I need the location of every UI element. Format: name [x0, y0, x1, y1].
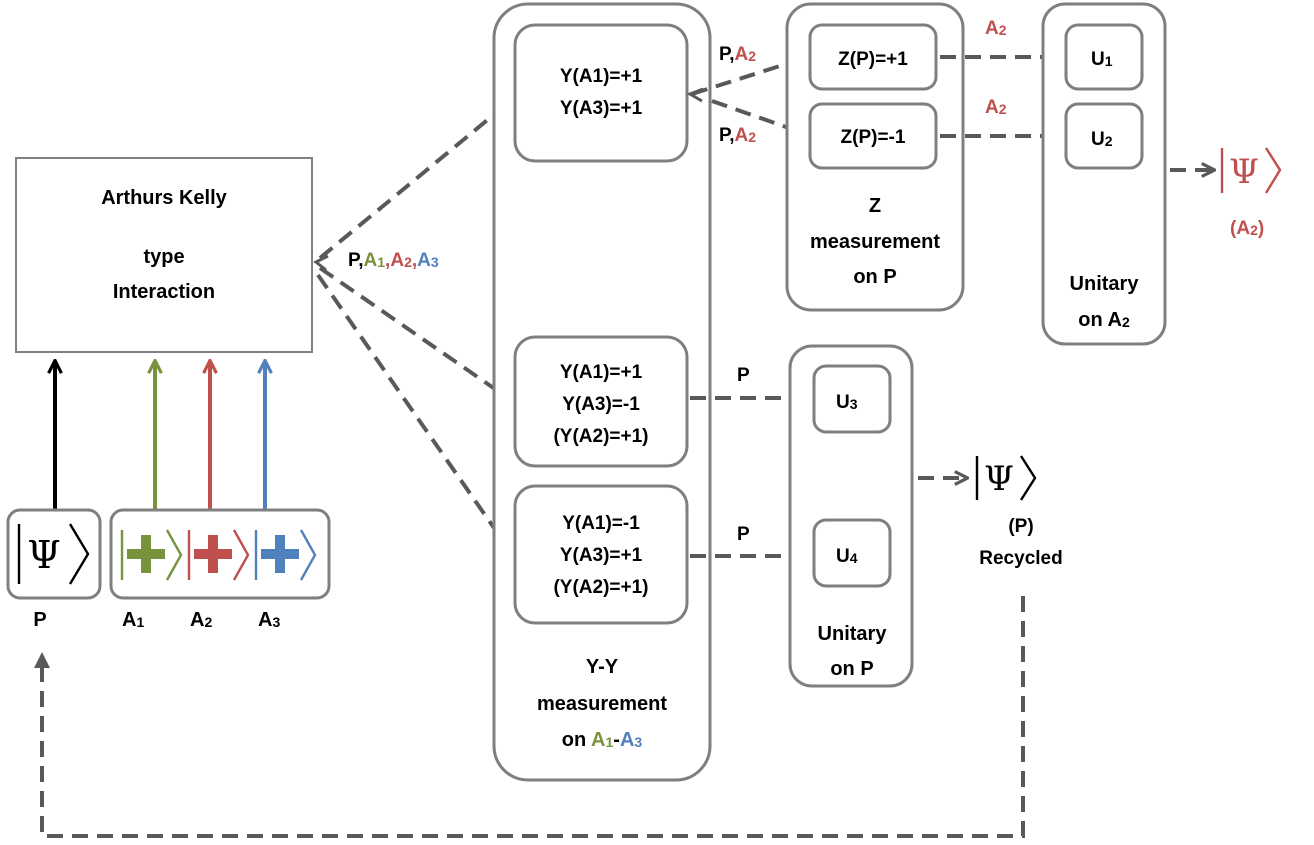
z-outcome-plus-text: Z(P)=+1	[838, 49, 908, 70]
u3-label: U3	[836, 392, 858, 413]
p-state-box: Ψ	[6, 508, 102, 600]
output-a2-label: (A2)	[1230, 218, 1264, 239]
interaction-to-yy3-arrow	[316, 273, 508, 548]
interaction-arrow-label: P,A1,A2,A3	[348, 250, 439, 271]
a3-plus-ket	[254, 529, 317, 581]
z-edge-top-label: P,A2	[719, 44, 756, 65]
yy-outcome-2-line3: (Y(A2)=+1)	[553, 426, 648, 447]
z-outcome-minus-text: Z(P)=-1	[841, 127, 906, 148]
recycle-loop-arrow	[34, 596, 1025, 838]
yy-outcome-1-line1: Y(A1)=+1	[560, 66, 643, 87]
unitary-p-caption-line1: Unitary	[818, 623, 888, 645]
a1-label: A1	[122, 609, 144, 631]
z-caption-line2: measurement	[810, 231, 940, 253]
p-edge-label-u4: P	[737, 524, 750, 545]
output-psi-p-symbol: Ψ	[984, 459, 1014, 499]
interaction-box: Arthurs Kelly type Interaction	[15, 157, 313, 353]
a2-plus-ket	[187, 529, 250, 581]
u2-box: U2	[1064, 102, 1144, 170]
output-p-label: (P)	[1008, 516, 1033, 537]
a2-edge-label-top: A2	[985, 18, 1007, 39]
z-outcome-plus: Z(P)=+1	[808, 23, 938, 91]
output-p-recycled-label: Recycled	[979, 548, 1062, 569]
interaction-back-arrowhead	[313, 254, 329, 272]
u4-label: U4	[836, 546, 858, 567]
u4-box: U4	[812, 518, 892, 588]
u2-label: U2	[1091, 129, 1113, 150]
unitary-p-caption-line2: on P	[830, 658, 873, 680]
a3-label: A3	[258, 609, 280, 631]
z-caption-line1: Z	[869, 195, 881, 217]
yy-outcome-2: Y(A1)=+1 Y(A3)=-1 (Y(A2)=+1)	[513, 335, 689, 468]
ancilla-state-box	[109, 508, 331, 600]
a2-label: A2	[190, 609, 212, 631]
yy-outcome-3: Y(A1)=-1 Y(A3)=+1 (Y(A2)=+1)	[513, 484, 689, 625]
interaction-title-line3: Interaction	[113, 281, 215, 303]
yy-caption-line2: measurement	[537, 693, 667, 715]
u1-label: U1	[1091, 49, 1113, 70]
a1-plus-ket	[120, 529, 183, 581]
yy-caption-line1: Y-Y	[586, 656, 619, 678]
output-psi-a2: Ψ	[1220, 147, 1282, 194]
output-psi-p: Ψ	[975, 455, 1037, 501]
interaction-title-line1: Arthurs Kelly	[101, 187, 227, 209]
p-psi-symbol: Ψ	[27, 533, 60, 577]
yy-outcome-1: Y(A1)=+1 Y(A3)=+1	[513, 23, 689, 163]
z-outcome-minus: Z(P)=-1	[808, 102, 938, 170]
p-edge-label-u3: P	[737, 365, 750, 386]
u1-box: U1	[1064, 23, 1144, 91]
yy-outcome-2-line2: Y(A3)=-1	[562, 394, 640, 415]
unitary-a2-caption-line1: Unitary	[1070, 273, 1140, 295]
a2-edge-label-bottom: A2	[985, 97, 1007, 118]
interaction-to-yy1-arrow	[318, 103, 508, 260]
yy-outcome-3-line1: Y(A1)=-1	[562, 513, 640, 534]
interaction-title-line2: type	[143, 246, 184, 268]
yy-outcome-3-line2: Y(A3)=+1	[560, 545, 643, 566]
yy-outcome-3-line3: (Y(A2)=+1)	[553, 577, 648, 598]
output-psi-a2-symbol: Ψ	[1229, 152, 1259, 192]
p-label: P	[33, 609, 46, 631]
z-caption-line3: on P	[853, 266, 896, 288]
z-edge-bottom-label: P,A2	[719, 125, 756, 146]
yy-outcome-2-line1: Y(A1)=+1	[560, 362, 643, 383]
yy-outcome-1-line2: Y(A3)=+1	[560, 98, 643, 119]
yy-caption-line3: on A1-A3	[562, 729, 643, 751]
interaction-to-yy2-arrow	[318, 266, 508, 398]
yy1-back-arrowhead	[686, 87, 704, 103]
u3-box: U3	[812, 364, 892, 434]
unitary-a2-caption-line2: on A2	[1078, 309, 1130, 331]
